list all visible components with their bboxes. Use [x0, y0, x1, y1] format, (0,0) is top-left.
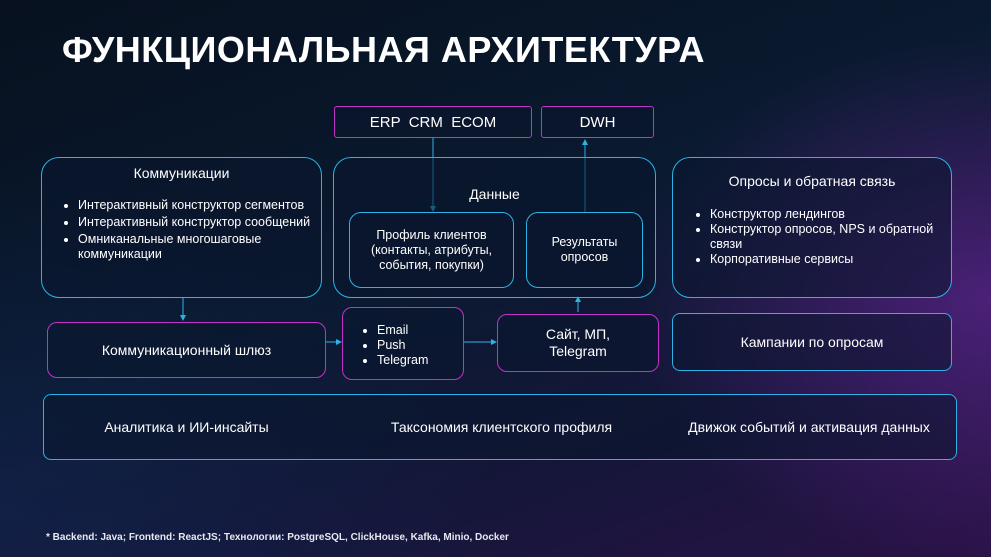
list-item: Telegram: [377, 353, 428, 368]
survey-campaigns-label: Кампании по опросам: [740, 333, 884, 350]
communications-list: Интерактивный конструктор сегментов Инте…: [64, 198, 314, 262]
list-item: Интерактивный конструктор сообщений: [78, 215, 314, 230]
survey-results-label: Результаты опросов: [551, 235, 618, 264]
page-title: ФУНКЦИОНАЛЬНАЯ АРХИТЕКТУРА: [62, 29, 705, 70]
erp-crm-ecom-label: ERP CRM ECOM: [369, 113, 497, 131]
dwh-box: DWH: [541, 106, 654, 138]
communication-gateway-label: Коммуникационный шлюз: [101, 341, 272, 358]
event-engine-cell: Движок событий и активация данных: [688, 418, 930, 435]
customer-profile-box: Профиль клиентов (контакты, атрибуты, со…: [349, 212, 514, 288]
list-item: Омниканальные многошаговые коммуникации: [78, 232, 314, 262]
communication-gateway-box: Коммуникационный шлюз: [47, 322, 326, 378]
list-item: Корпоративные сервисы: [710, 252, 938, 267]
communications-box: Коммуникации Интерактивный конструктор с…: [41, 157, 322, 298]
channels-list: Email Push Telegram: [363, 323, 428, 368]
list-item: Email: [377, 323, 428, 338]
tech-stack-footnote: * Backend: Java; Frontend: ReactJS; Техн…: [46, 532, 509, 543]
analytics-cell: Аналитика и ИИ-инсайты: [104, 418, 269, 435]
taxonomy-cell: Таксономия клиентского профиля: [390, 418, 613, 435]
customer-profile-label: Профиль клиентов (контакты, атрибуты, со…: [370, 227, 493, 272]
surveys-list: Конструктор лендингов Конструктор опросо…: [696, 207, 938, 267]
communications-title: Коммуникации: [133, 165, 230, 181]
data-title: Данные: [469, 186, 520, 202]
site-app-telegram-label: Сайт, МП, Telegram: [545, 326, 611, 359]
list-item: Конструктор лендингов: [710, 207, 938, 222]
platform-bar: Аналитика и ИИ-инсайты Таксономия клиент…: [43, 394, 957, 460]
list-item: Интерактивный конструктор сегментов: [78, 198, 314, 213]
survey-results-box: Результаты опросов: [526, 212, 643, 288]
list-item: Конструктор опросов, NPS и обратной связ…: [710, 222, 938, 252]
survey-campaigns-box: Кампании по опросам: [672, 313, 952, 371]
channels-box: Email Push Telegram: [342, 307, 464, 380]
site-app-telegram-box: Сайт, МП, Telegram: [497, 314, 659, 372]
list-item: Push: [377, 338, 428, 353]
erp-crm-ecom-box: ERP CRM ECOM: [334, 106, 532, 138]
surveys-box: Опросы и обратная связь Конструктор ленд…: [672, 157, 952, 298]
surveys-title: Опросы и обратная связь: [728, 173, 896, 189]
dwh-label: DWH: [579, 113, 616, 131]
